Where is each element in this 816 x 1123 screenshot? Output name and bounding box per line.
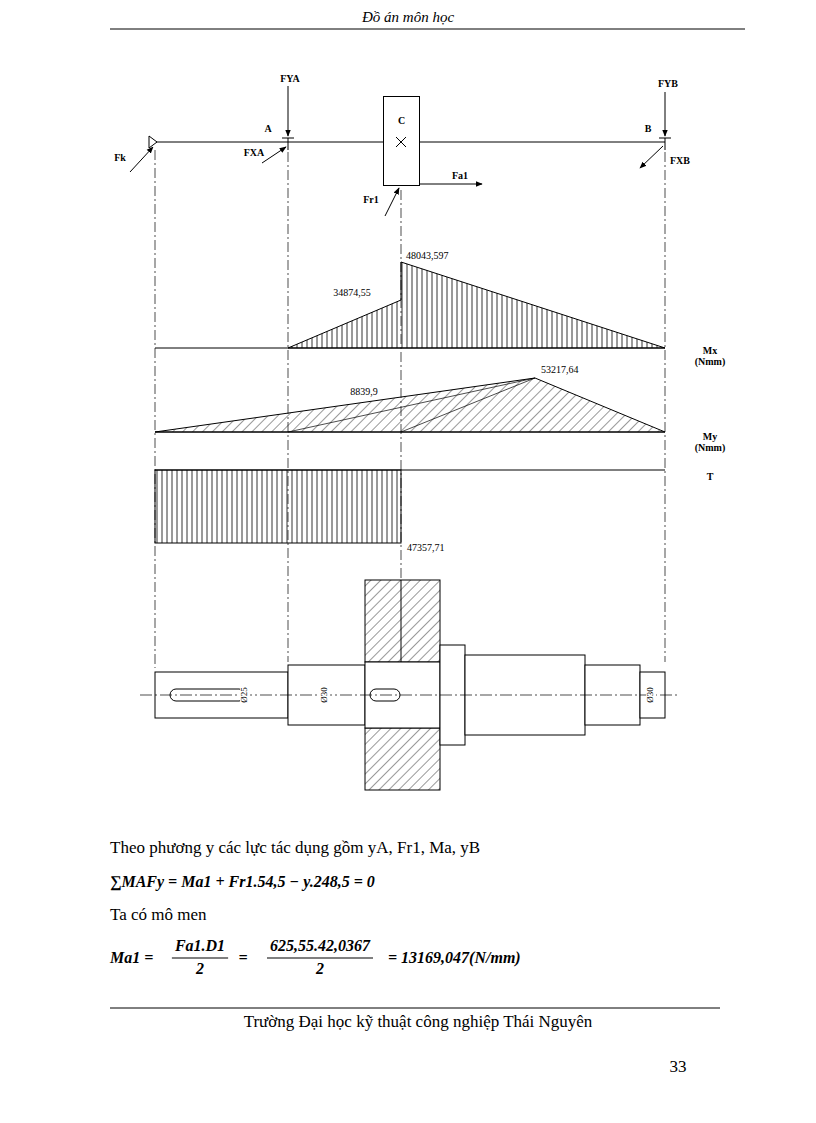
projection-lines-part	[665, 152, 666, 662]
moment-value: 8839,9	[349, 386, 379, 397]
gear-box: C	[383, 96, 420, 186]
torque-diagram	[155, 470, 665, 543]
shaft-scheme-part	[288, 138, 289, 150]
force-arrows-part	[262, 147, 286, 163]
force-arrows-part	[665, 92, 666, 136]
body-text: Ta có mô men	[110, 906, 207, 925]
bending-moment-y	[155, 378, 665, 432]
force-arrows-part	[420, 184, 482, 185]
force-label: Fr1	[363, 194, 379, 205]
shaft-scheme-part	[149, 136, 157, 148]
page-footer: Trường Đại học kỹ thuật công nghiệp Thái…	[244, 1013, 593, 1032]
page-rules-part	[110, 1008, 720, 1009]
moment-value: 53217,64	[541, 364, 579, 375]
torque-value: 47357,71	[407, 542, 445, 553]
shaft-scheme-part	[665, 138, 666, 150]
moment-value: 48043,597	[406, 250, 449, 261]
moment-value: 34874,55	[333, 287, 371, 298]
diameter-dimension: Ø25	[240, 686, 250, 704]
force-label: FXA	[244, 147, 265, 158]
force-label: FXB	[670, 155, 690, 166]
force-label: FYA	[280, 73, 300, 84]
projection-lines	[155, 150, 665, 668]
page-rules-part	[110, 29, 745, 30]
bending-moment-y-part	[288, 378, 535, 432]
shaft-drawing-part	[288, 665, 365, 725]
bending-moment-y-part	[155, 378, 665, 432]
projection-lines-part	[288, 152, 289, 662]
page-header: Đồ án môn học	[362, 9, 454, 26]
axis-label: T	[688, 471, 732, 482]
equation: Ma1 =	[110, 949, 153, 967]
force-arrows	[130, 86, 665, 216]
bending-moment-x	[155, 262, 665, 348]
equation: = 13169,047(N/mm)	[388, 949, 521, 967]
projection-lines-part	[155, 150, 156, 668]
body-text: Theo phương y các lực tác dụng gồm yA, F…	[110, 839, 480, 858]
force-label: FYB	[658, 78, 678, 89]
shaft-scheme-part	[155, 142, 383, 143]
shaft-scheme-part	[396, 137, 406, 147]
point-label: A	[264, 123, 271, 134]
diameter-dimension: Ø30	[646, 686, 656, 704]
equation: 625,55.42,0367	[270, 937, 370, 955]
force-arrows-part	[130, 147, 153, 172]
page-rules	[110, 29, 745, 1008]
bending-moment-x-part	[288, 262, 665, 348]
force-label: Fk	[114, 152, 126, 163]
shaft-drawing-part	[365, 728, 440, 790]
force-arrows-part	[385, 188, 399, 216]
fraction-bar	[267, 957, 373, 958]
shaft-drawing-part	[401, 580, 402, 662]
shaft-drawing-part	[140, 695, 680, 696]
point-label: B	[645, 123, 652, 134]
page-number: 33	[670, 1058, 687, 1077]
shaft-drawing	[140, 580, 680, 790]
equation: Fa1.D1	[175, 937, 225, 955]
equation: ∑MAFy = Ma1 + Fr1.54,5 − y.248,5 = 0	[110, 873, 375, 891]
axis-label: My (Nmm)	[688, 431, 732, 453]
torque-diagram-part	[155, 470, 401, 543]
shaft-drawing-part	[365, 580, 440, 662]
equation: 2	[316, 960, 324, 978]
force-arrows-part	[640, 146, 663, 168]
shaft-scheme	[149, 136, 671, 150]
force-label: Fa1	[452, 170, 468, 181]
shaft-scheme-part	[420, 142, 665, 143]
diameter-dimension: Ø30	[320, 686, 330, 704]
shaft-scheme-part	[396, 137, 406, 147]
force-arrows-part	[288, 86, 289, 136]
equation: 2	[196, 960, 204, 978]
node-label: C	[384, 97, 419, 126]
bending-moment-y-part	[401, 378, 535, 432]
fraction-bar	[172, 957, 228, 958]
axis-label: Mx (Nmm)	[688, 345, 732, 367]
equation: =	[238, 949, 247, 967]
